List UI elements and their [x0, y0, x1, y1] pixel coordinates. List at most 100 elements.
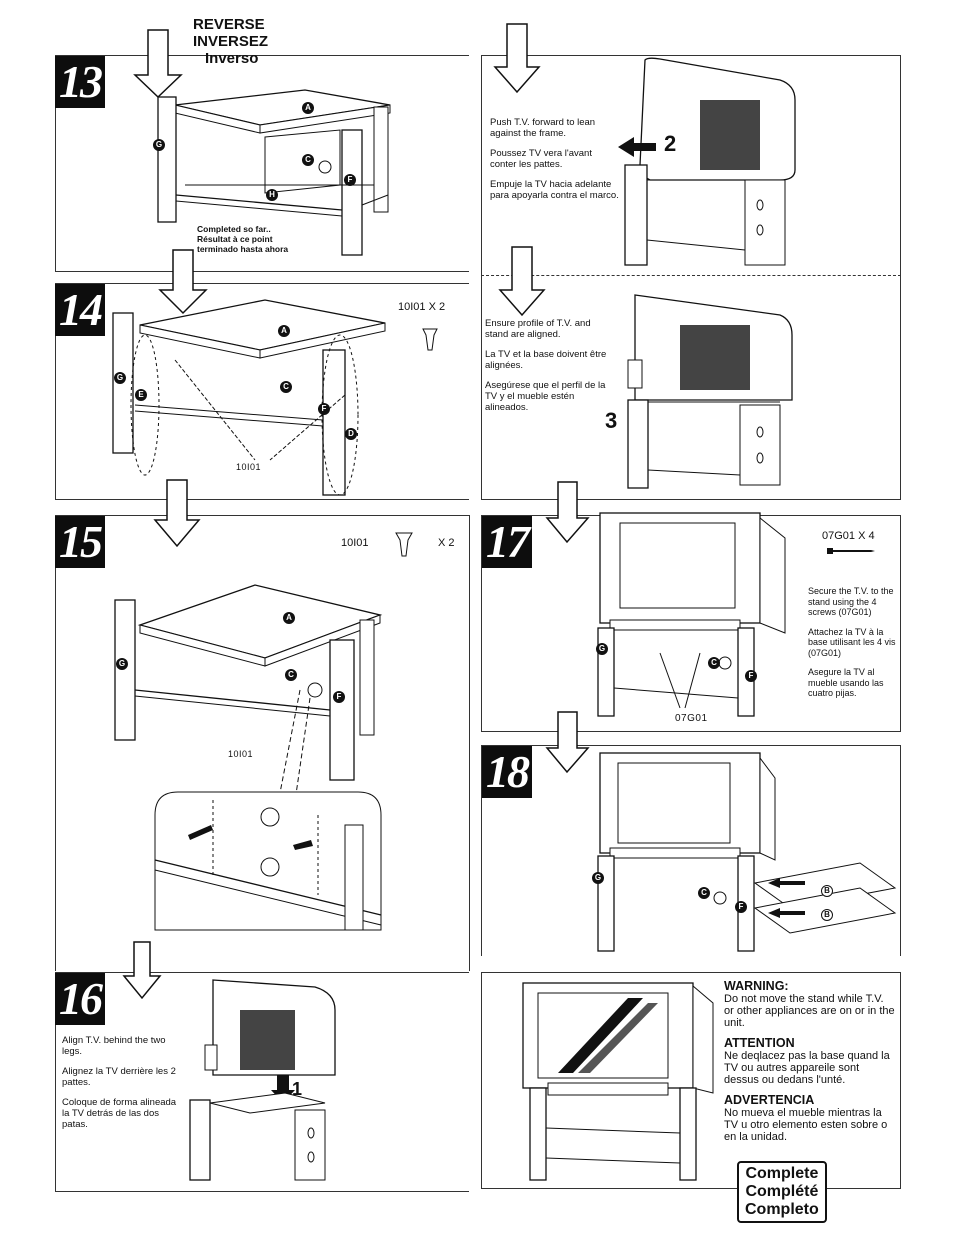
step-14b-panel [481, 275, 901, 500]
advertencia-title: ADVERTENCIA [724, 1093, 815, 1107]
step-14b-arrow [498, 246, 546, 317]
part-10I01-icon [422, 328, 438, 351]
step-13b-panel [481, 55, 901, 276]
complete-es: Completo [745, 1201, 819, 1218]
warning-title: WARNING: [724, 979, 789, 993]
step-15-part-label: 10I01 [228, 749, 254, 759]
callout-g: G [114, 372, 126, 384]
tv-lean-illustration [624, 57, 796, 266]
step-16-panel [55, 972, 469, 1192]
instruction-es: Coloque de forma alineada la TV detrás d… [62, 1097, 177, 1130]
screw-07G01-icon [827, 548, 875, 554]
callout-d: D [345, 428, 357, 440]
step-15-detail-inset [154, 791, 382, 931]
step-15-panel [55, 515, 470, 971]
callout-e: E [135, 389, 147, 401]
callout-b-upper: B [821, 885, 833, 897]
attention-title: ATTENTION [724, 1036, 795, 1050]
step-17-number: 17 [482, 516, 532, 568]
instruction-fr: La TV et la base doivent être alignées. [485, 349, 607, 371]
reverse-label: REVERSE INVERSEZ Inverso [193, 16, 268, 67]
step-17-arrow [545, 481, 590, 544]
complete-fr: Complété [745, 1183, 819, 1200]
step-17-instructions: Secure the T.V. to the stand using the 4… [808, 586, 900, 708]
step-16-arrow [122, 941, 162, 1000]
callout-f: F [735, 901, 747, 913]
step-17-illustration [597, 512, 786, 717]
advertencia-text: No mueva el mueble mientras la TV u otro… [724, 1107, 888, 1143]
step-15-arrow [153, 479, 201, 548]
callout-f: F [318, 403, 330, 415]
step-17-part-label: 07G01 [675, 713, 708, 724]
instruction-en: Secure the T.V. to the stand using the 4… [808, 586, 894, 617]
push-arrow-icon [618, 137, 656, 157]
step-15-quantity: X 2 [438, 537, 455, 549]
step-15-illustration [114, 584, 383, 871]
step-14-number: 14 [55, 284, 105, 336]
callout-h: H [266, 189, 278, 201]
final-assembled-illustration [522, 982, 714, 1181]
reverse-fr: INVERSEZ [193, 33, 269, 50]
step-13-number: 13 [55, 56, 105, 108]
tv-behind-legs-illustration [189, 979, 336, 1181]
final-panel [481, 972, 901, 1189]
callout-b-lower: B [821, 909, 833, 921]
step-16-badge: 1 [292, 1079, 303, 1099]
warning-block: WARNING: Do not move the stand while T.V… [724, 980, 896, 1151]
callout-g: G [116, 658, 128, 670]
instruction-es: Asegure la TV al mueble usando las cuatr… [808, 667, 884, 698]
note-es: terminado hasta ahora [197, 244, 289, 254]
step-13-note: Completed so far.. Résultat à ce point t… [197, 224, 288, 254]
callout-g: G [153, 139, 165, 151]
step-14b-badge: 3 [605, 408, 618, 433]
callout-a: A [283, 612, 295, 624]
callout-f: F [333, 691, 345, 703]
callout-f: F [745, 670, 757, 682]
step-13-panel [55, 55, 469, 272]
instruction-fr: Attachez la TV à la base utilisant les 4… [808, 626, 896, 658]
step-15-part: 10I01 [341, 537, 369, 549]
note-en: Completed so far.. [197, 224, 271, 234]
step-16-instructions: Align T.V. behind the two legs. Alignez … [62, 1035, 177, 1139]
step-14-illustration [112, 249, 386, 496]
callout-f: F [344, 174, 356, 186]
callout-g: G [592, 872, 604, 884]
reverse-es: Inverso [205, 50, 259, 67]
step-18-panel [481, 745, 901, 956]
step-13b-instructions: Push T.V. forward to lean against the fr… [490, 117, 620, 210]
instruction-en: Ensure profile of T.V. and stand are ali… [485, 318, 591, 340]
step-18-illustration [597, 752, 897, 952]
reverse-en: REVERSE [193, 16, 265, 33]
callout-a: A [278, 325, 290, 337]
attention-text: Ne deqlacez pas la base quand la TV ou a… [724, 1050, 890, 1086]
callout-c: C [285, 669, 297, 681]
callout-c: C [302, 154, 314, 166]
step-14-part: 10I01 X 2 [398, 301, 446, 313]
step-18-arrow [545, 711, 590, 774]
warning-text: Do not move the stand while T.V. or othe… [724, 993, 895, 1029]
step-13b-arrow [493, 23, 541, 94]
instruction-en: Align T.V. behind the two legs. [62, 1035, 166, 1057]
step-17-part: 07G01 X 4 [822, 530, 875, 542]
part-10I01-icon [395, 532, 413, 557]
instruction-fr: Alignez la TV derrière les 2 pattes. [62, 1066, 176, 1088]
step-14-panel [55, 283, 469, 500]
callout-g: G [596, 643, 608, 655]
step-14b-instructions: Ensure profile of T.V. and stand are ali… [485, 318, 615, 422]
instruction-es: Empuje la TV hacia adelante para apoyarl… [490, 179, 619, 201]
step-13b-badge: 2 [664, 131, 677, 156]
callout-a: A [302, 102, 314, 114]
complete-stamp: Complete Complété Completo [737, 1161, 827, 1223]
callout-c: C [698, 887, 710, 899]
instruction-fr: Poussez TV vera l'avant conter les patte… [490, 148, 592, 170]
step-16-number: 16 [55, 973, 105, 1025]
callout-c: C [280, 381, 292, 393]
callout-c: C [708, 657, 720, 669]
instruction-en: Push T.V. forward to lean against the fr… [490, 117, 596, 139]
step-18-number: 18 [482, 746, 532, 798]
instruction-es: Asegúrese que el perfil de la TV y el mu… [485, 380, 606, 413]
tv-aligned-illustration [627, 294, 793, 489]
complete-en: Complete [745, 1165, 819, 1182]
note-fr: Résultat à ce point [197, 234, 273, 244]
step-14-part-label: 10I01 [236, 462, 262, 472]
